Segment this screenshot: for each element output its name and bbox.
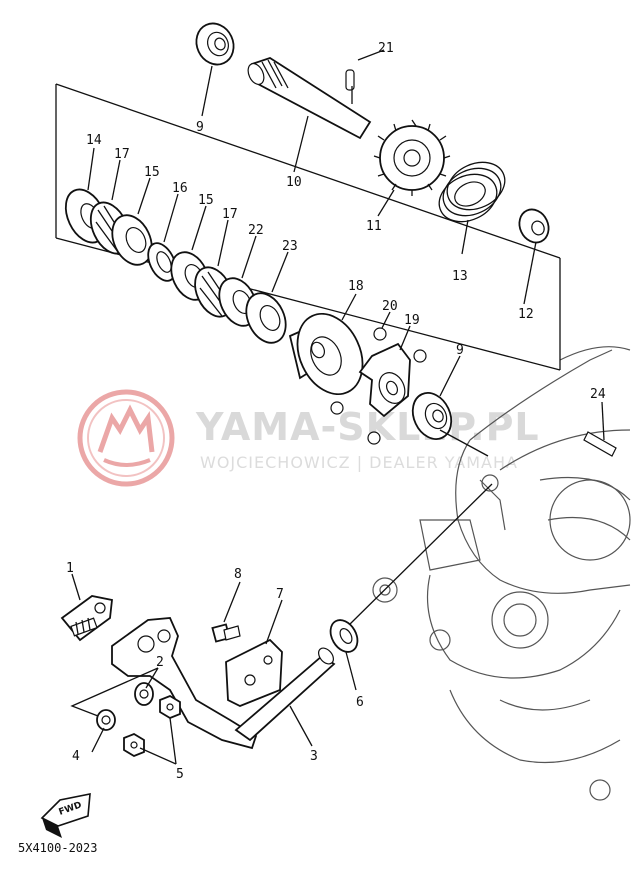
callout-9-top: 9 <box>196 120 204 135</box>
part-nut-upper <box>159 694 181 720</box>
callout-15-left: 15 <box>144 165 160 180</box>
part-bearing-top <box>195 22 235 66</box>
callout-21: 21 <box>378 41 394 56</box>
callout-13: 13 <box>452 269 468 284</box>
watermark-dealer: WOJCIECHOWICZ | DEALER YAMAHA <box>200 453 518 472</box>
callout-7: 7 <box>276 587 284 602</box>
callout-14: 14 <box>86 133 102 148</box>
part-washer-15a <box>111 214 153 266</box>
part-bolt <box>211 623 241 643</box>
callout-23: 23 <box>282 239 298 254</box>
engine-case-outline <box>372 346 631 801</box>
callout-9-lower: 9 <box>456 343 464 358</box>
part-kick-crank <box>111 617 336 750</box>
callout-22: 22 <box>248 223 264 238</box>
part-washer-23 <box>245 292 287 344</box>
callout-5: 5 <box>176 767 184 782</box>
callout-24: 24 <box>590 387 606 402</box>
callout-6: 6 <box>356 695 364 710</box>
callout-4: 4 <box>72 749 80 764</box>
part-ratchet-wheel <box>288 312 364 396</box>
axis-line-lower <box>347 483 493 627</box>
part-collar <box>518 208 550 244</box>
part-kick-axle <box>247 57 372 140</box>
callout-1: 1 <box>66 561 74 576</box>
watermark: YAMA-SKLEP.PL WOJCIECHOWICZ | DEALER YAM… <box>77 389 540 487</box>
diagram-code: 5X4100-2023 <box>18 841 97 855</box>
watermark-brand: YAMA-SKLEP.PL <box>195 405 540 449</box>
callout-numbers: 9 10 21 11 13 12 14 17 15 16 15 17 22 23… <box>66 41 606 782</box>
part-dowel-pin <box>583 431 617 457</box>
part-kick-gear <box>373 119 451 196</box>
forward-direction-badge: FWD <box>40 793 91 838</box>
callout-18: 18 <box>348 279 364 294</box>
part-balls <box>330 327 427 445</box>
part-circlip-16 <box>147 242 177 282</box>
part-washer-2 <box>134 682 154 706</box>
part-kick-spring <box>438 161 506 223</box>
part-nut-lower <box>123 732 145 758</box>
part-bearing-lower <box>411 392 453 440</box>
callout-19: 19 <box>404 313 420 328</box>
part-stopper-plate <box>60 595 113 642</box>
leader-lines <box>70 49 605 765</box>
callout-15-right: 15 <box>198 193 214 208</box>
callout-20: 20 <box>382 299 398 314</box>
callout-2: 2 <box>156 655 164 670</box>
callout-12: 12 <box>518 307 534 322</box>
callout-10: 10 <box>286 175 302 190</box>
part-pin <box>345 69 355 91</box>
callout-11: 11 <box>366 219 382 234</box>
callout-3: 3 <box>310 749 318 764</box>
part-washer-4 <box>96 709 116 731</box>
axis-line-upper <box>439 429 489 457</box>
part-bracket <box>225 638 283 707</box>
yamaha-logo-icon <box>77 389 175 487</box>
callout-16: 16 <box>172 181 188 196</box>
callout-8: 8 <box>234 567 242 582</box>
part-ratchet-guide <box>358 342 411 418</box>
part-oil-seal <box>329 619 359 653</box>
callout-17-right: 17 <box>222 207 238 222</box>
callout-17-left: 17 <box>114 147 130 162</box>
